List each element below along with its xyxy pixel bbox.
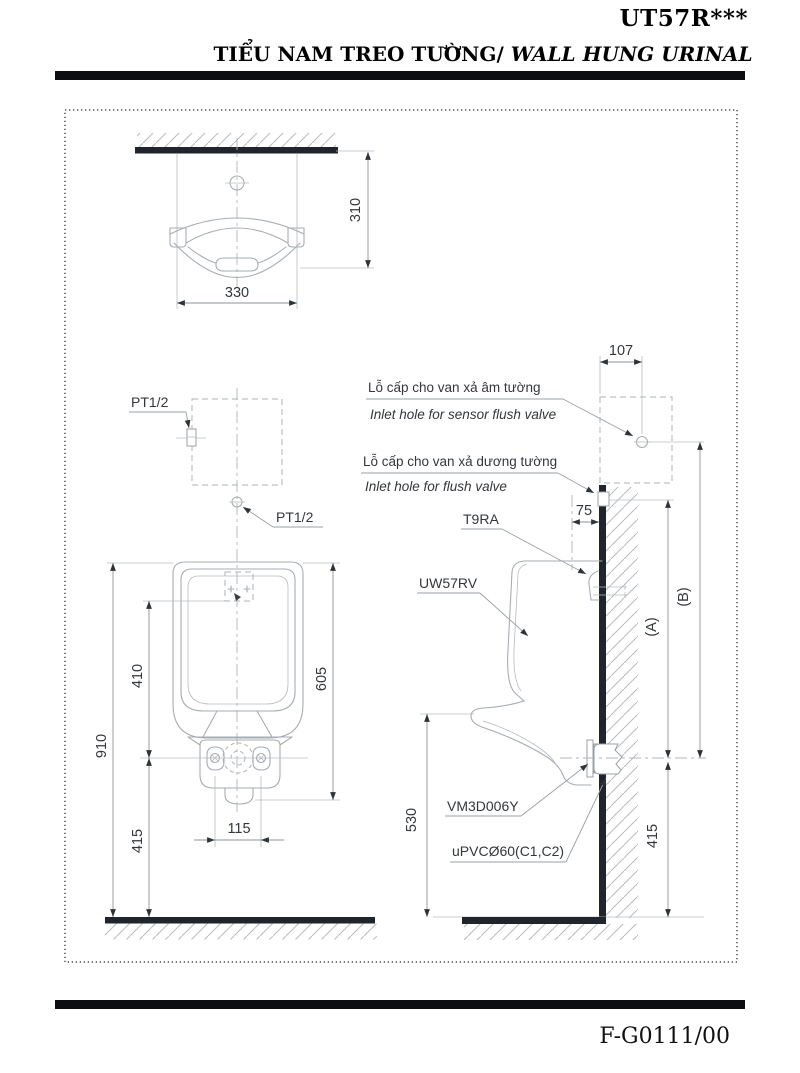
page-title: TIỂU NAM TREO TƯỜNG/ WALL HUNG URINAL [0, 42, 800, 66]
floor-hatch [105, 923, 377, 940]
note-flush-inlet-en: Inlet hole for flush valve [365, 479, 507, 494]
outlet-spud [586, 739, 594, 778]
sensor-valve-box [599, 396, 673, 484]
floor-section [105, 917, 375, 924]
note-sensor-inlet-en: Inlet hole for sensor flush valve [370, 407, 556, 422]
annotations: Lỗ cấp cho van xả âm tường Inlet hole fo… [361, 380, 634, 863]
hanger-bracket [588, 570, 600, 601]
dim-outlet-to-floor-side: 415 [645, 824, 661, 848]
label-inlet-top: PT1/2 [131, 394, 169, 410]
dim-a: (A) [644, 617, 660, 636]
dim-bolt-spacing: 115 [227, 821, 250, 837]
urinal-body [172, 561, 304, 739]
spud-box [224, 571, 254, 602]
floor-hatch [464, 924, 638, 940]
dim-sensor-offset: 107 [609, 343, 633, 359]
wall-hatch [606, 487, 638, 918]
label-outlet-socket: VM3D006Y [447, 798, 519, 814]
outlet-flange [199, 739, 281, 789]
label-urinal-model: UW57RV [419, 575, 478, 591]
inlet-detail: PT1/2 PT1/2 [129, 394, 323, 528]
dim-rim-height: 530 [404, 808, 420, 832]
label-drain-pipe: uPVCØ60(C1,C2) [452, 843, 564, 859]
dim-outlet-to-floor: 415 [130, 829, 146, 853]
header-rule-bar [55, 71, 745, 80]
model-number: UT57R*** [619, 5, 748, 32]
dim-body-height: 605 [314, 667, 330, 691]
dim-overall-height: 910 [94, 734, 110, 758]
front-view: 910 410 415 605 115 [94, 388, 377, 940]
supply-fitting [186, 428, 197, 447]
note-flush-inlet-vi: Lỗ cấp cho van xả dương tường [363, 454, 557, 469]
drain-connector [593, 743, 623, 775]
dim-inlet-to-outlet: 410 [130, 664, 146, 688]
outlet-spigot [224, 787, 254, 805]
urinal-profile [470, 560, 592, 786]
label-bracket: T9RA [463, 511, 499, 527]
wall-section [135, 147, 338, 154]
border-frame [64, 109, 738, 963]
document-number: F-G0111/00 [599, 1024, 730, 1049]
wall-section [599, 485, 606, 924]
page-title-english: WALL HUNG URINAL [503, 42, 753, 66]
dim-width: 330 [225, 285, 249, 301]
dim-b: (B) [676, 587, 692, 606]
label-inlet-front: PT1/2 [276, 509, 314, 525]
dim-depth: 310 [348, 198, 364, 222]
top-view: 330 310 [135, 133, 374, 309]
footer-rule-bar [55, 1000, 745, 1009]
side-view: 107 75 (B) (A) [404, 343, 706, 940]
page-title-vietnamese: TIỂU NAM TREO TƯỜNG/ [213, 42, 504, 66]
flush-valve-fitting [597, 491, 610, 507]
floor-section [462, 917, 606, 924]
wall-hatch [137, 133, 336, 147]
note-sensor-inlet-vi: Lỗ cấp cho van xả âm tường [368, 380, 541, 395]
dim-valve-offset: 75 [576, 503, 592, 519]
